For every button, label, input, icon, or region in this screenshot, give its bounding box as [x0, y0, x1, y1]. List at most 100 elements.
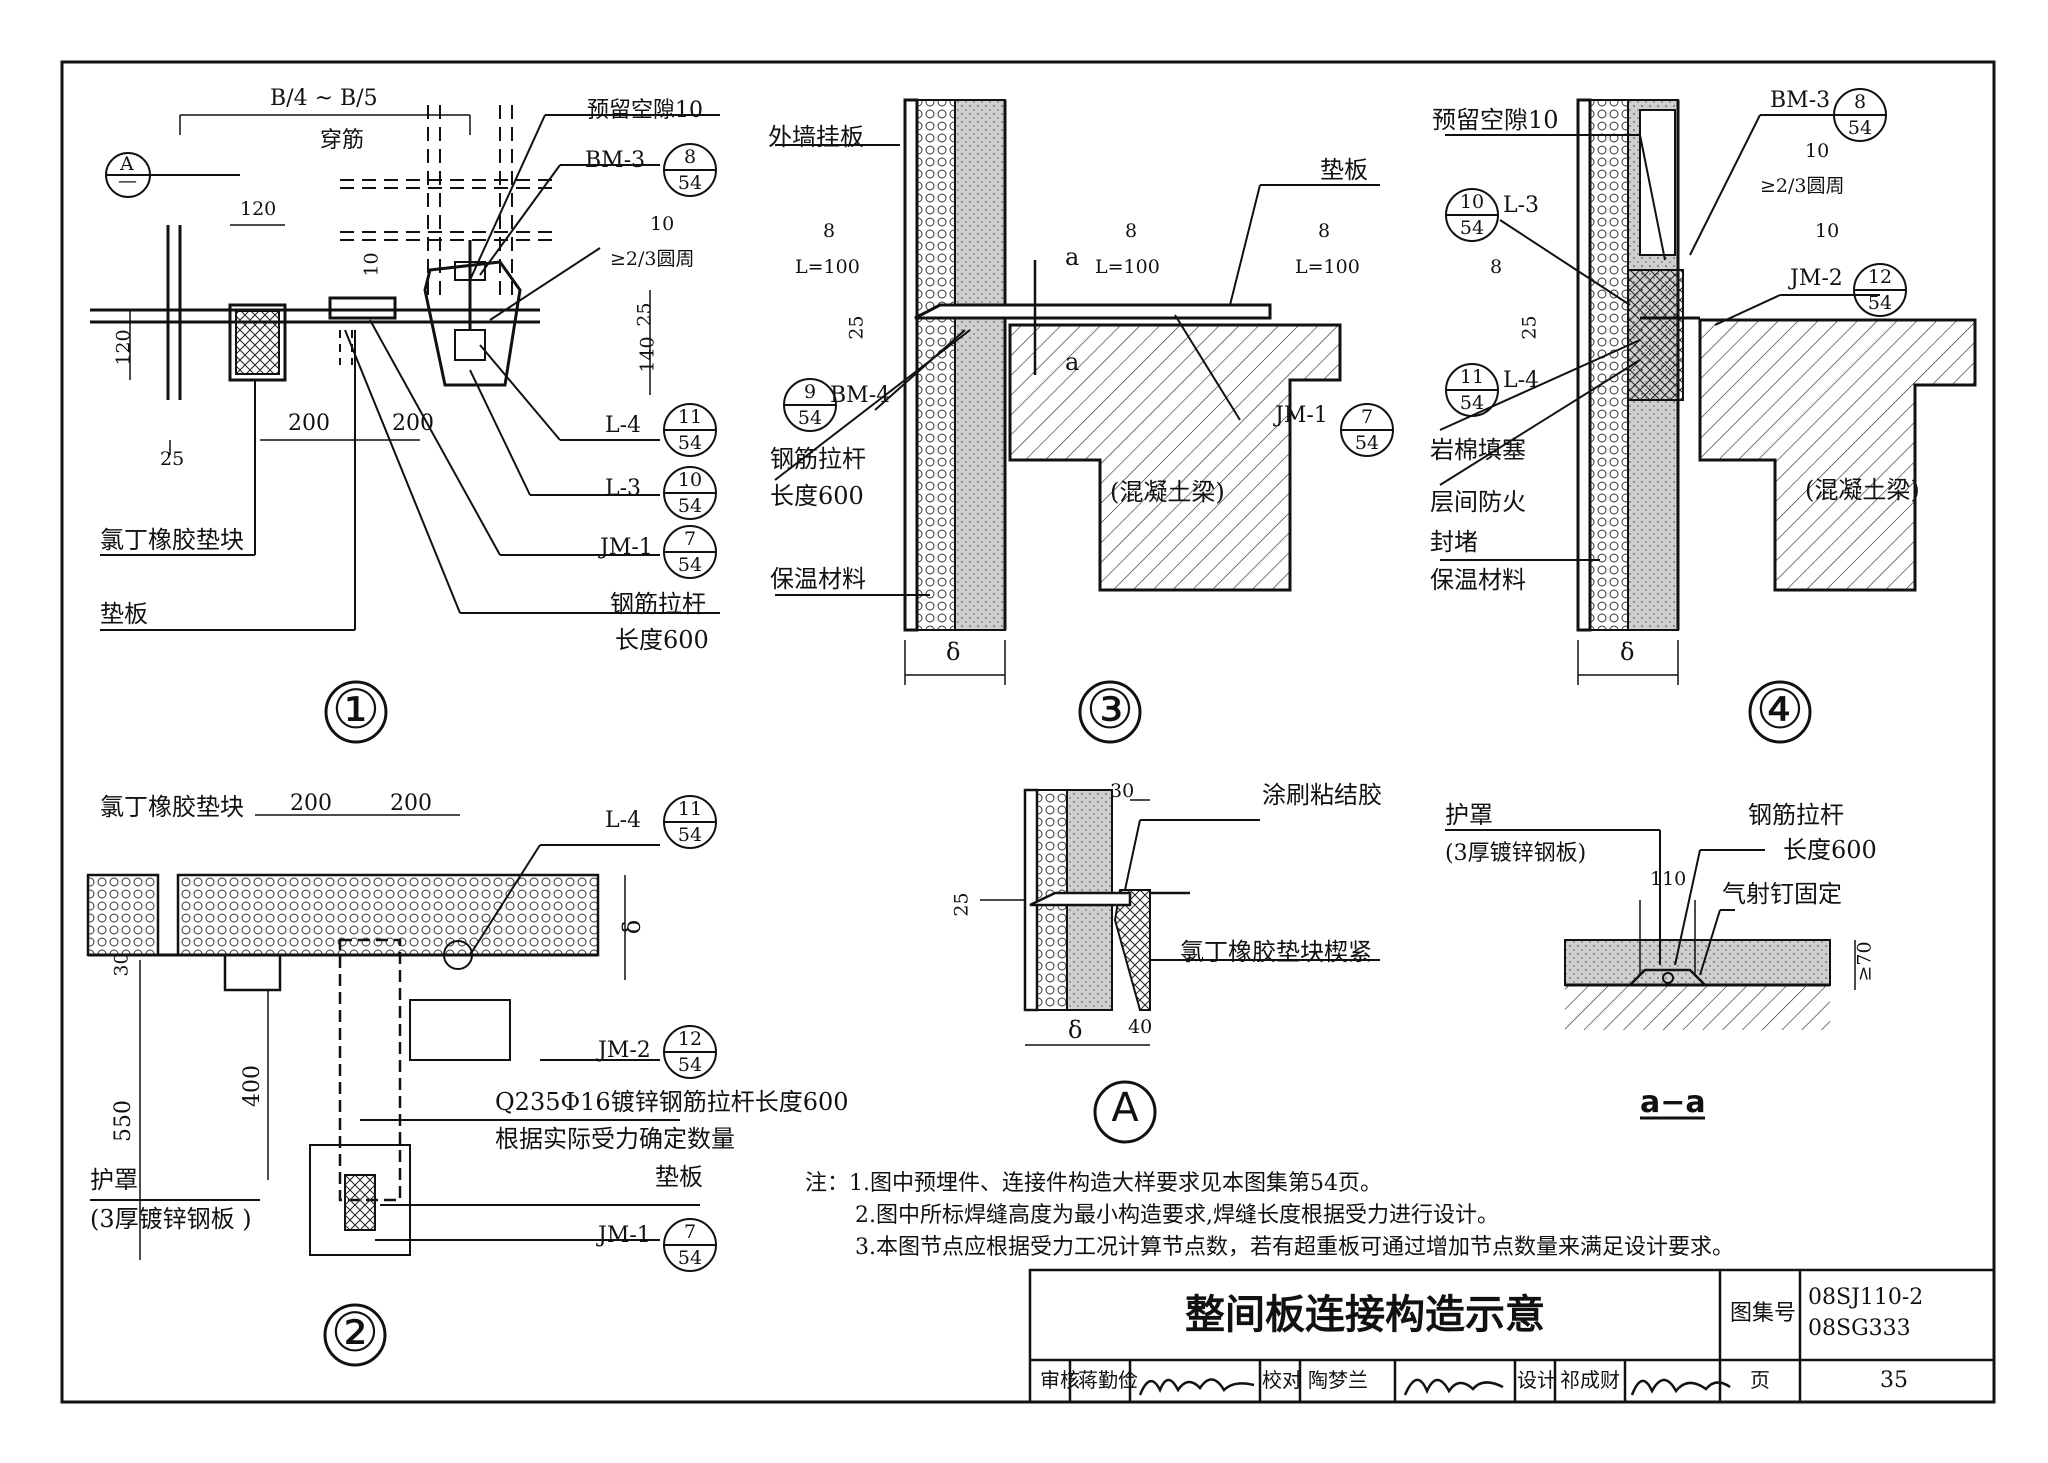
- d2-dim-400: 400: [240, 1065, 265, 1107]
- dA-glue-label: 涂刷粘结胶: [1262, 781, 1382, 809]
- d4-jm2-label: JM-2: [1790, 266, 1843, 291]
- d4-weld-10a: 10: [1805, 140, 1830, 162]
- design-name: 祁成财: [1560, 1368, 1620, 1392]
- daa-dim-70: ≥70: [1853, 941, 1876, 982]
- notes-prefix: 注：: [805, 1171, 850, 1196]
- d3-section-a-bottom: a: [1065, 348, 1080, 376]
- d2-delta: δ: [618, 919, 647, 935]
- page-label: 页: [1750, 1368, 1770, 1392]
- detail-2-circle: [323, 1303, 387, 1367]
- d1-arc-label: ≥2/3圆周: [610, 248, 695, 270]
- atlas-number-1: 08SJ110-2: [1808, 1285, 1924, 1310]
- d4-fire-label: 层间防火: [1430, 488, 1526, 516]
- d4-seal-label: 封堵: [1430, 528, 1478, 556]
- d2-dim-200a: 200: [290, 791, 332, 816]
- detail-number-2: ②: [330, 1301, 380, 1364]
- d2-rod-label-1: Q235Φ16镀锌钢筋拉杆长度600: [495, 1088, 849, 1116]
- d4-l4-label: L-4: [1503, 368, 1540, 393]
- d3-l100c: L=100: [1295, 256, 1360, 278]
- d1-rod-label-2: 长度600: [615, 626, 709, 654]
- d1-bm3-label: BM-3: [585, 148, 646, 173]
- d1-dim-140: 140: [636, 336, 659, 373]
- review-name: 蒋勤俭: [1078, 1368, 1138, 1392]
- review-label: 审核: [1040, 1368, 1080, 1392]
- d4-dim-25: 25: [1518, 315, 1541, 340]
- drawing-title: 整间板连接构造示意: [1185, 1291, 1545, 1338]
- d1-jm1-label: JM-1: [600, 535, 653, 560]
- note-1: 1.图中预埋件、连接件构造大样要求见本图集第54页。: [849, 1171, 1383, 1196]
- detail-3-drawing: [774, 98, 1380, 685]
- check-label: 校对: [1262, 1368, 1302, 1392]
- atlas-label: 图集号: [1730, 1301, 1797, 1326]
- detail-number-1: ①: [331, 678, 381, 741]
- d2-rubber-label: 氯丁橡胶垫块: [100, 793, 244, 821]
- d3-jm1-label: JM-1: [1275, 403, 1328, 428]
- d4-weld-8: 8: [1490, 256, 1503, 278]
- sheet-border: [60, 60, 1996, 1404]
- d1-dim-120a: 120: [240, 198, 277, 220]
- atlas-number-2: 08SG333: [1808, 1316, 1911, 1341]
- d3-weld-8b: 8: [1125, 220, 1138, 242]
- detail-2-drawing: [86, 814, 700, 1260]
- d2-cover-label-2: (3厚镀锌钢板 ): [90, 1205, 252, 1233]
- d1-section-a: A: [120, 153, 134, 175]
- d3-l100a: L=100: [795, 256, 860, 278]
- d1-plate-label: 垫板: [100, 600, 148, 628]
- notes-block: 注：1.图中预埋件、连接件构造大样要求见本图集第54页。 2.图中所标焊缝高度为…: [805, 1168, 1734, 1264]
- d2-jm1-label: JM-1: [598, 1223, 651, 1248]
- daa-nail-label: 气射钉固定: [1722, 880, 1842, 908]
- d1-dim-25b: 25: [160, 448, 185, 470]
- d3-panel-label: 外墙挂板: [768, 123, 864, 151]
- d1-weld-10: 10: [650, 213, 675, 235]
- daa-dim-110: 110: [1650, 868, 1687, 890]
- d1-bar-label: 穿筋: [320, 128, 365, 153]
- d3-delta: δ: [946, 638, 961, 666]
- d3-l100b: L=100: [1095, 256, 1160, 278]
- d1-dim-200a: 200: [288, 411, 330, 436]
- design-label: 设计: [1517, 1368, 1557, 1392]
- daa-rod-label-1: 钢筋拉杆: [1748, 801, 1844, 829]
- detail-4-circle: [1748, 680, 1812, 744]
- d4-rockwool-label: 岩棉填塞: [1430, 436, 1526, 464]
- dA-wedge-label: 氯丁橡胶垫块楔紧: [1180, 938, 1372, 966]
- d1-dim-top: B/4 ~ B/5: [270, 86, 378, 111]
- d3-plate-label: 垫板: [1320, 156, 1368, 184]
- title-block-lines: [1028, 1268, 1996, 1404]
- d3-rod-label-2: 长度600: [770, 482, 864, 510]
- detail-number-4: ④: [1755, 678, 1805, 741]
- d4-beam-label: (混凝土梁): [1805, 476, 1920, 504]
- d1-section-a-bottom: —: [118, 170, 137, 192]
- d4-arc-label: ≥2/3圆周: [1760, 175, 1845, 197]
- detail-aa-drawing: [1445, 829, 1856, 1120]
- d1-rod-label-1: 钢筋拉杆: [610, 590, 706, 618]
- d1-l4-label: L-4: [605, 413, 642, 438]
- note-3: 3.本图节点应根据受力工况计算节点数，若有超重板可通过增加节点数量来满足设计要求…: [855, 1235, 1734, 1260]
- d4-delta: δ: [1620, 638, 1635, 666]
- d3-rod-label-1: 钢筋拉杆: [770, 445, 866, 473]
- d1-gap-label: 预留空隙10: [587, 98, 703, 123]
- d2-plate-label: 垫板: [655, 1163, 703, 1191]
- d2-l4-label: L-4: [605, 808, 642, 833]
- d4-gap-label: 预留空隙10: [1432, 106, 1559, 134]
- d3-insulation-label: 保温材料: [770, 565, 866, 593]
- dA-dim-25: 25: [950, 892, 973, 917]
- d1-dim-10: 10: [360, 252, 383, 277]
- detail-3-circle: [1078, 680, 1142, 744]
- d3-bm4-label: BM-4: [830, 383, 891, 408]
- d1-dim-120b: 120: [112, 329, 135, 366]
- callout-circles: [663, 88, 1907, 1272]
- dA-dim-30: 30: [1110, 780, 1135, 802]
- d2-dim-550: 550: [111, 1100, 136, 1142]
- detail-number-A: A: [1111, 1085, 1139, 1131]
- d4-insulation-label: 保温材料: [1430, 566, 1526, 594]
